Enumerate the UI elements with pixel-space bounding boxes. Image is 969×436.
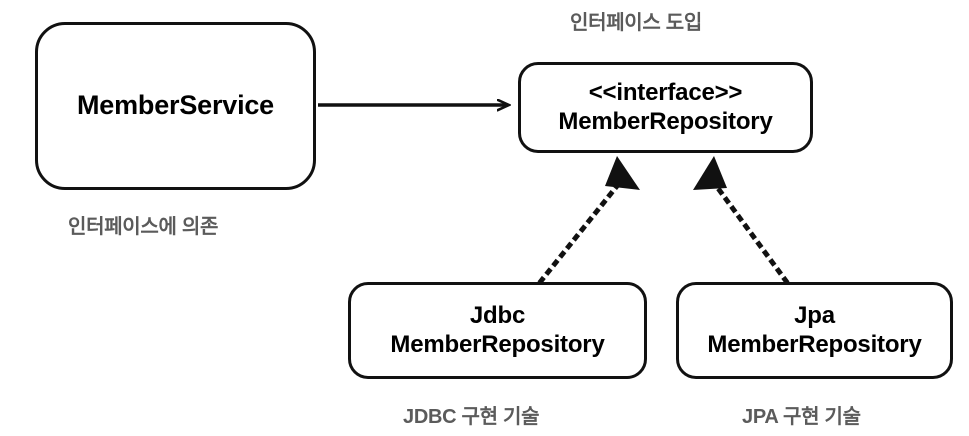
- node-member-service[interactable]: MemberService: [35, 22, 316, 190]
- node-jpa-member-repository-label-line2: MemberRepository: [707, 330, 922, 358]
- node-jpa-member-repository[interactable]: Jpa MemberRepository: [676, 282, 953, 379]
- node-jdbc-member-repository-label-line2: MemberRepository: [390, 330, 605, 358]
- realization-jpa-to-repository: [693, 156, 790, 285]
- node-member-service-label-line1: MemberService: [76, 90, 274, 121]
- node-member-repository-stereotype: <<interface>>: [588, 79, 743, 107]
- node-jdbc-member-repository-label-line1: Jdbc: [469, 302, 526, 330]
- caption-jdbc-tech: JDBC 구현 기술: [403, 406, 540, 428]
- caption-depends-on-interface: 인터페이스에 의존: [68, 216, 219, 238]
- caption-jpa-tech: JPA 구현 기술: [742, 406, 861, 428]
- node-member-repository-label: MemberRepository: [558, 107, 773, 135]
- node-jdbc-member-repository[interactable]: Jdbc MemberRepository: [348, 282, 647, 379]
- caption-interface-introduced: 인터페이스 도입: [570, 12, 702, 34]
- node-jpa-member-repository-label-line1: Jpa: [794, 302, 835, 330]
- node-member-repository[interactable]: <<interface>> MemberRepository: [518, 62, 813, 153]
- realization-jdbc-to-repository: [537, 156, 640, 285]
